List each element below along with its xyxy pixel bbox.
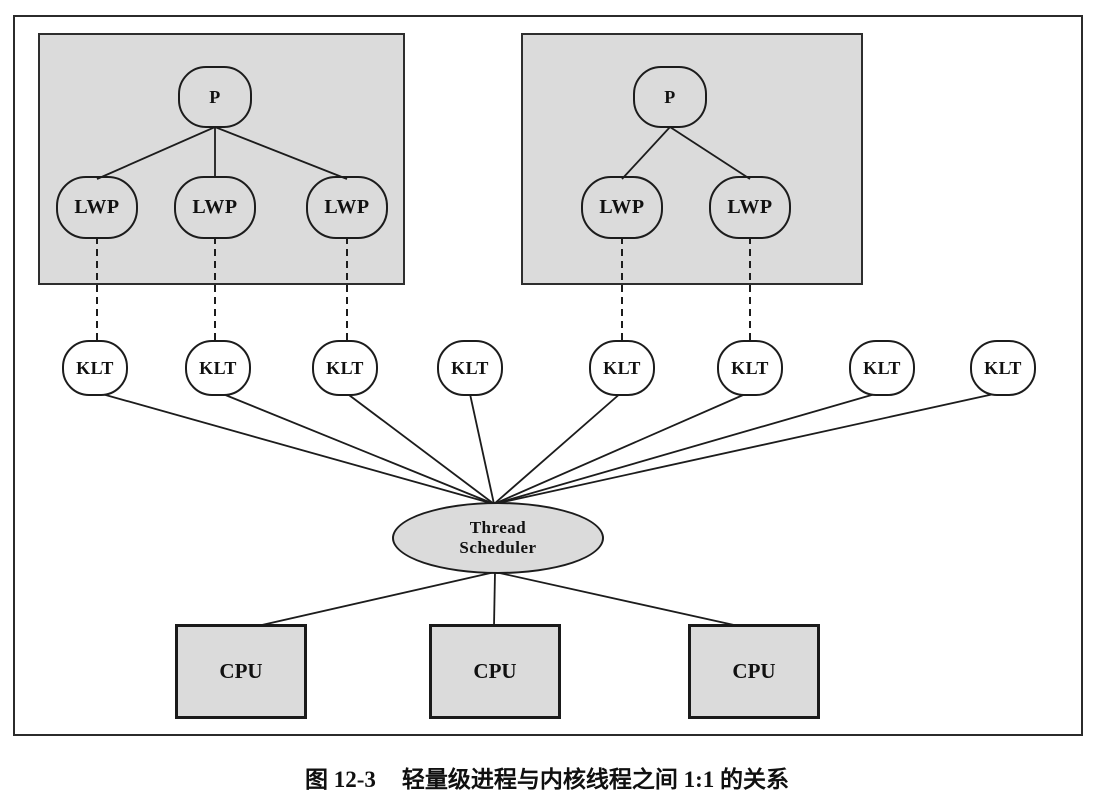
process-node: P [633, 66, 707, 128]
figure-caption-text: 轻量级进程与内核线程之间 1:1 的关系 [401, 767, 790, 792]
klt-node: KLT [970, 340, 1036, 396]
lwp-node: LWP [174, 176, 256, 239]
scheduler-label-line2: Scheduler [459, 538, 537, 557]
scheduler-label-line1: Thread [469, 518, 527, 537]
klt-node: KLT [589, 340, 655, 396]
thread-scheduler-node: Thread Scheduler [392, 502, 604, 574]
cpu-box: CPU [429, 624, 561, 719]
klt-node: KLT [437, 340, 503, 396]
klt-node: KLT [312, 340, 378, 396]
klt-node: KLT [849, 340, 915, 396]
lwp-node: LWP [56, 176, 138, 239]
figure-caption: 图 12-3 轻量级进程与内核线程之间 1:1 的关系 [0, 760, 1094, 794]
lwp-node: LWP [709, 176, 791, 239]
lwp-node: LWP [306, 176, 388, 239]
cpu-box: CPU [175, 624, 307, 719]
klt-node: KLT [62, 340, 128, 396]
cpu-box: CPU [688, 624, 820, 719]
klt-node: KLT [717, 340, 783, 396]
figure-caption-number: 图 12-3 [304, 767, 376, 792]
process-node: P [178, 66, 252, 128]
lwp-node: LWP [581, 176, 663, 239]
klt-node: KLT [185, 340, 251, 396]
